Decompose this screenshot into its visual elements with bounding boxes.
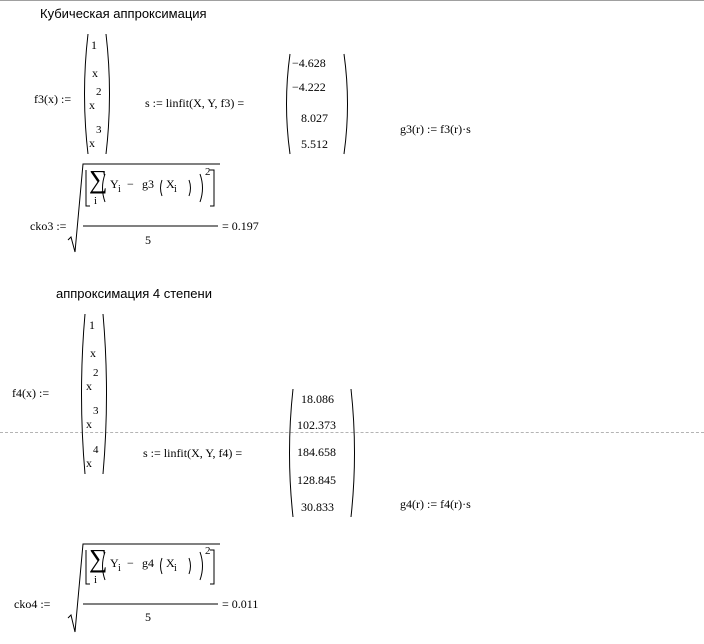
cko4-sum-sign: ∑ <box>89 544 108 573</box>
f4-vector-item: x <box>86 379 92 393</box>
f4-vector-item: x <box>90 346 96 360</box>
f4-vector-item: x <box>86 417 92 431</box>
top-border <box>0 0 704 1</box>
cko4-sum-index: i <box>94 574 98 586</box>
f3-vector-item: x <box>89 98 95 112</box>
f4-vector-exponent: 4 <box>93 444 99 456</box>
s4-value: 18.086 <box>301 392 334 406</box>
s3-value: −4.628 <box>292 56 326 70</box>
s-linfit-f3-expression: s := linfit(X, Y, f3) = <box>145 96 245 110</box>
cko3-minus: − <box>127 177 134 191</box>
f3-vector-item: x <box>92 66 98 80</box>
cko4-g-name: g4 <box>142 556 154 570</box>
g4-definition: g4(r) := f4(r)·s <box>400 497 471 511</box>
f4-definition: f4(x) := <box>12 386 50 400</box>
page-break-line <box>0 432 704 433</box>
f4-vector-item: 1 <box>89 318 95 332</box>
cko3-label: cko3 := <box>30 219 67 233</box>
f3-vector-exponent: 2 <box>96 86 102 98</box>
cko3-radical <box>67 163 220 253</box>
f3-vector-item: x <box>89 136 95 150</box>
s-linfit-f4-expression: s := linfit(X, Y, f4) = <box>143 446 243 460</box>
s4-value: 102.373 <box>297 418 336 432</box>
cko3-g-name: g3 <box>142 177 154 191</box>
cko4-radical <box>67 543 220 633</box>
cko3-X: X <box>166 177 175 191</box>
f3-definition: f3(x) := <box>34 92 72 106</box>
cko3-power: 2 <box>205 166 211 178</box>
cko4-power: 2 <box>205 545 211 557</box>
cko3-result: = 0.197 <box>222 219 259 233</box>
cko4-X: X <box>166 556 175 570</box>
cko4-Y-subscript: i <box>118 563 121 574</box>
f4-vector-exponent: 2 <box>93 367 99 379</box>
f3-vector-parens <box>84 33 110 155</box>
cko3-Y-subscript: i <box>118 184 121 195</box>
cko3-denominator: 5 <box>145 233 151 247</box>
heading-cubic: Кубическая аппроксимация <box>40 6 207 21</box>
cko4-label: cko4 := <box>14 597 51 611</box>
f4-vector-item: x <box>86 456 92 470</box>
cko4-Y: Y <box>110 556 119 570</box>
cko4-X-subscript: i <box>174 563 177 574</box>
cko3-X-subscript: i <box>174 184 177 195</box>
s3-value: 8.027 <box>301 111 328 125</box>
cko3-sum-sign: ∑ <box>89 165 108 194</box>
cko3-sum-index: i <box>94 195 98 207</box>
cko4-denominator: 5 <box>145 610 151 624</box>
cko4-minus: − <box>127 556 134 570</box>
f3-vector-exponent: 3 <box>96 124 102 136</box>
f4-vector-parens <box>81 313 107 475</box>
s4-value: 128.845 <box>297 473 336 487</box>
f3-vector-item: 1 <box>91 38 97 52</box>
g3-definition: g3(r) := f3(r)·s <box>400 122 471 136</box>
s3-result-parens <box>286 53 348 155</box>
heading-degree-4: аппроксимация 4 степени <box>56 286 212 301</box>
s4-value: 30.833 <box>301 500 334 514</box>
s3-value: −4.222 <box>292 80 326 94</box>
s3-value: 5.512 <box>301 137 328 151</box>
f4-vector-exponent: 3 <box>93 405 99 417</box>
s4-value: 184.658 <box>297 445 336 459</box>
s4-result-parens <box>289 388 355 518</box>
cko3-Y: Y <box>110 177 119 191</box>
cko4-result: = 0.011 <box>222 597 259 611</box>
